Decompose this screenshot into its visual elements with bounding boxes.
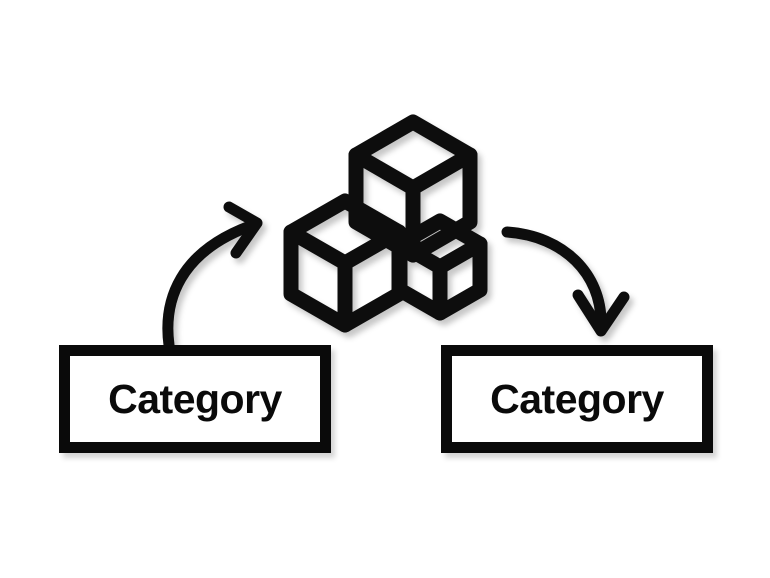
cube-bottom-right-icon: [392, 213, 488, 321]
category-label-right: Category: [490, 375, 664, 422]
cube-bottom-left-icon: [283, 193, 407, 333]
category-box-left[interactable]: Category: [59, 345, 331, 453]
arrow-right: [501, 226, 630, 337]
category-label-left: Category: [108, 375, 282, 422]
three-cubes-icon: [283, 114, 488, 333]
arrow-left: [162, 201, 263, 351]
category-box-right[interactable]: Category: [441, 345, 713, 453]
